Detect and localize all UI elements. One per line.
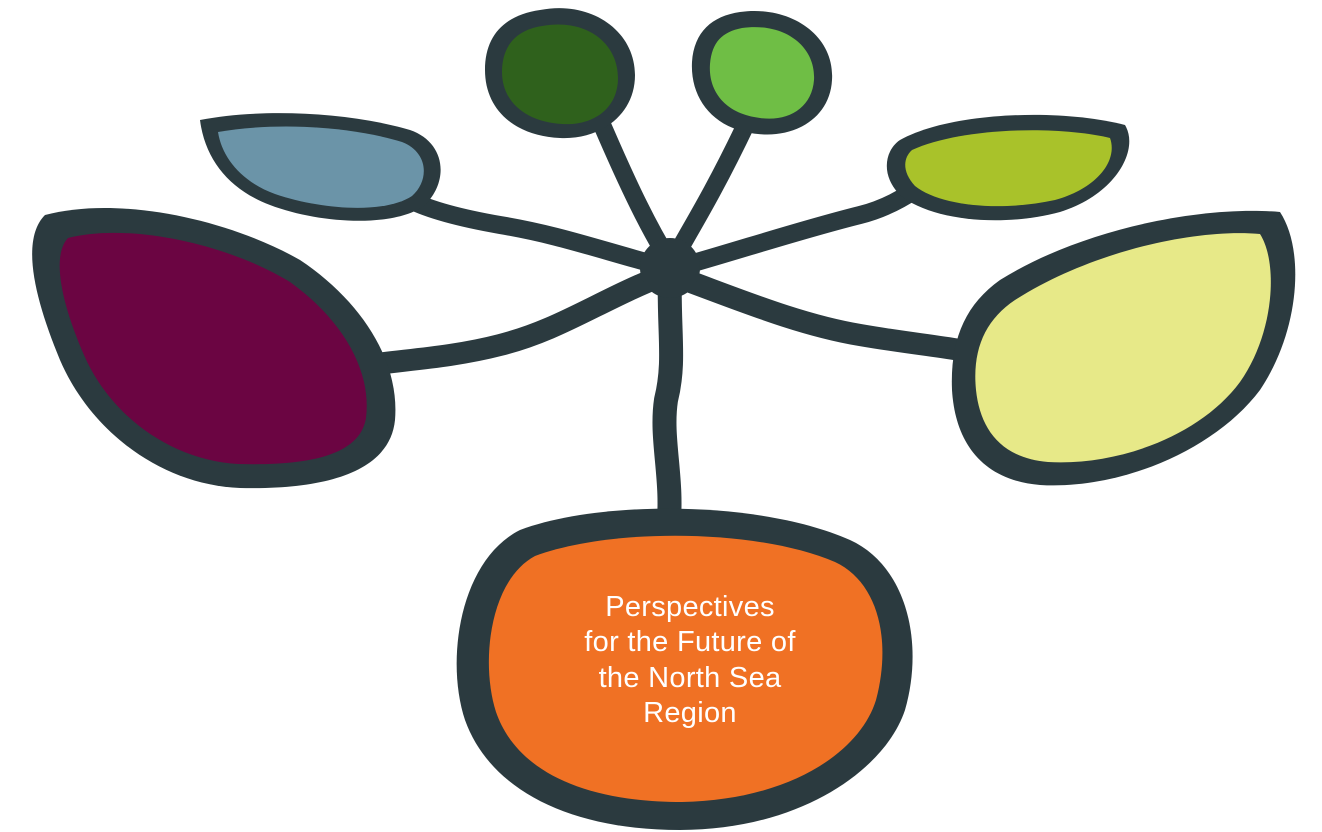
node-light-green xyxy=(691,10,833,135)
root-node-label: Perspectives for the Future of the North… xyxy=(540,590,840,732)
node-pale-yellow xyxy=(951,210,1296,486)
connector-pale-yellow xyxy=(669,267,971,361)
root-label-line-4: Region xyxy=(643,697,737,730)
node-olive xyxy=(886,114,1130,221)
node-purple xyxy=(32,207,396,489)
root-label-line-2: for the Future of xyxy=(584,626,796,659)
connector-olive xyxy=(667,181,924,277)
center-hub xyxy=(640,238,700,298)
root-label-line-3: the North Sea xyxy=(598,661,782,694)
trunk-connector xyxy=(652,258,684,542)
node-dark-green xyxy=(485,8,635,139)
node-blue xyxy=(200,113,441,221)
root-label-line-1: Perspectives xyxy=(605,591,775,623)
connector-purple xyxy=(359,264,675,376)
connector-light-green xyxy=(663,111,757,271)
node-root xyxy=(456,508,913,830)
connector-blue xyxy=(401,191,677,277)
branch-connectors xyxy=(359,111,971,542)
